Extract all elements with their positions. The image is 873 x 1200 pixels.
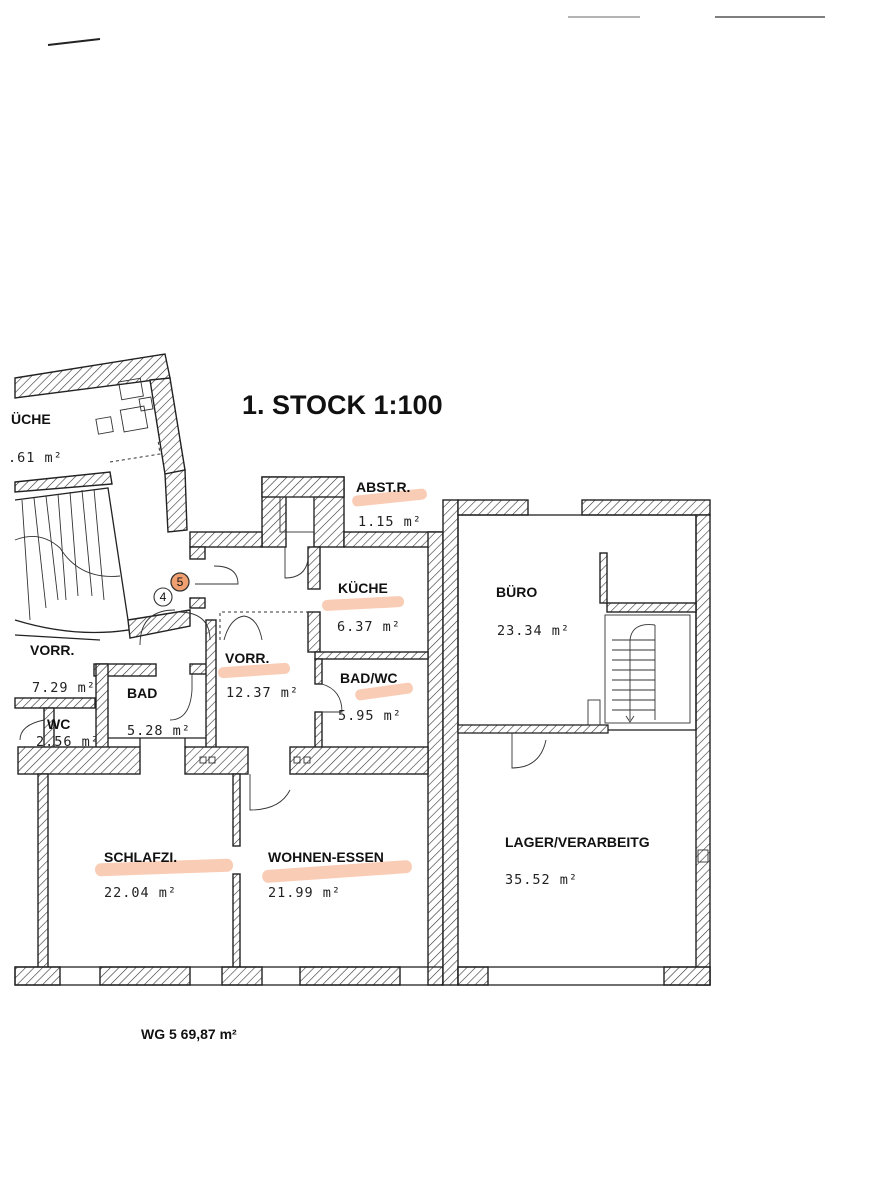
- room-bad-name: BAD: [127, 685, 157, 701]
- room-bad-area: 5.28 m²: [127, 723, 191, 739]
- highlight-marks: [95, 488, 427, 883]
- room-kueche-name: KÜCHE: [338, 580, 388, 596]
- right-block: [442, 499, 711, 986]
- room-wc-name: WC: [47, 716, 70, 732]
- rotated-wing: [14, 353, 191, 641]
- svg-text:5: 5: [177, 575, 184, 589]
- scan-marks: [47, 16, 825, 46]
- room-buero-area: 23.34 m²: [497, 623, 570, 639]
- plan-title: 1. STOCK 1:100: [242, 390, 443, 420]
- room-buero-name: BÜRO: [496, 584, 537, 600]
- marker-4: 4: [153, 587, 173, 607]
- room-wohnen-name: WOHNEN-ESSEN: [268, 849, 384, 865]
- room-lager-area: 35.52 m²: [505, 872, 578, 888]
- room-badwc-area: 5.95 m²: [338, 708, 402, 724]
- room-wohnen-area: 21.99 m²: [268, 885, 341, 901]
- room-wc-area: 2.56 m²: [36, 734, 100, 750]
- room-abstr-area: 1.15 m²: [358, 514, 422, 530]
- left-stair: [14, 487, 141, 634]
- main-walls: [14, 476, 444, 986]
- room-vorr-left-name: VORR.: [30, 642, 74, 658]
- room-schlafzi-name: SCHLAFZI.: [104, 849, 177, 865]
- total-area-footer: WG 5 69,87 m²: [141, 1026, 237, 1042]
- marker-5: 5: [170, 572, 190, 592]
- room-abstr-name: ABST.R.: [356, 479, 410, 495]
- room-kueche-left-area: .61 m²: [8, 450, 63, 466]
- room-vorr-area: 12.37 m²: [226, 685, 299, 701]
- room-kueche-area: 6.37 m²: [337, 619, 401, 635]
- right-stair: [604, 614, 691, 724]
- room-badwc-name: BAD/WC: [340, 670, 398, 686]
- room-kueche-left-name: ÜCHE: [11, 411, 51, 427]
- room-lager-name: LAGER/VERARBEITG: [505, 834, 650, 850]
- svg-text:4: 4: [160, 590, 167, 604]
- room-vorr-name: VORR.: [225, 650, 269, 666]
- room-schlafzi-area: 22.04 m²: [104, 885, 177, 901]
- room-vorr-left-area: 7.29 m²: [32, 680, 96, 696]
